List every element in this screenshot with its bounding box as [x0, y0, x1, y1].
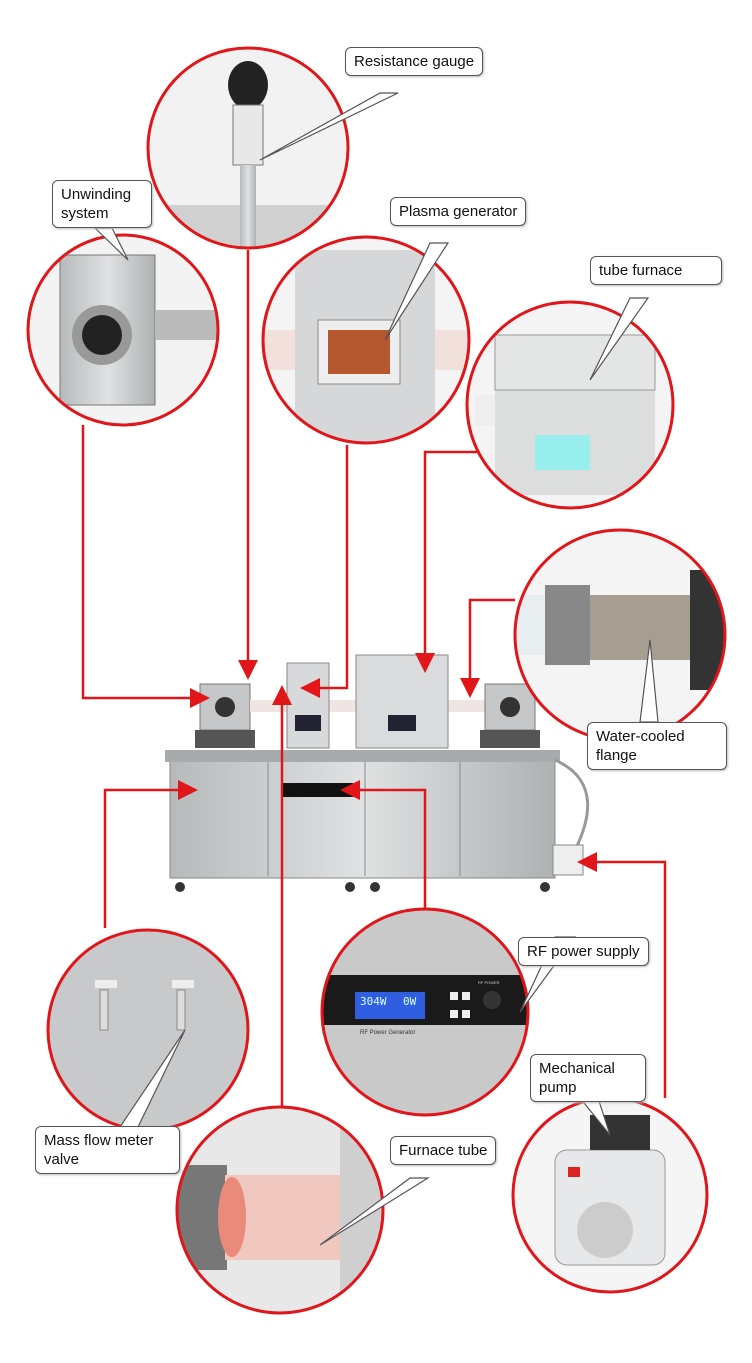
label-resistance-gauge: Resistance gauge: [345, 47, 484, 76]
rf-knob-label: RF POWER: [478, 980, 500, 985]
connector-lines: [81, 250, 667, 1107]
label-tube-furnace: tube furnace: [590, 256, 722, 285]
label-mechanical-pump: Mechanical pump: [530, 1054, 646, 1102]
rf-power-supply-detail: 304W 0W RF Power Generator RF POWER: [322, 909, 528, 1115]
unwinding-system-detail: [28, 235, 218, 425]
tube-furnace-detail: [467, 302, 673, 508]
furnace-tube-detail: [177, 1107, 383, 1313]
label-rf-power-supply: RF power supply: [518, 937, 649, 966]
mechanical-pump-detail: [513, 1098, 707, 1292]
label-mass-flow-meter-valve: Mass flow meter valve: [35, 1126, 180, 1174]
rf-reflected-reading: 0W: [403, 995, 417, 1008]
rf-panel-title: RF Power Generator: [360, 1030, 415, 1036]
label-water-cooled-flange: Water-cooled flange: [587, 722, 727, 770]
label-furnace-tube: Furnace tube: [390, 1136, 497, 1165]
resistance-gauge-detail: [148, 48, 348, 248]
main-machine: [165, 654, 590, 892]
water-cooled-flange-detail: [515, 530, 725, 740]
label-plasma-generator: Plasma generator: [390, 197, 527, 226]
rf-power-reading: 304W: [360, 995, 387, 1008]
label-unwinding-system: Unwinding system: [52, 180, 152, 228]
